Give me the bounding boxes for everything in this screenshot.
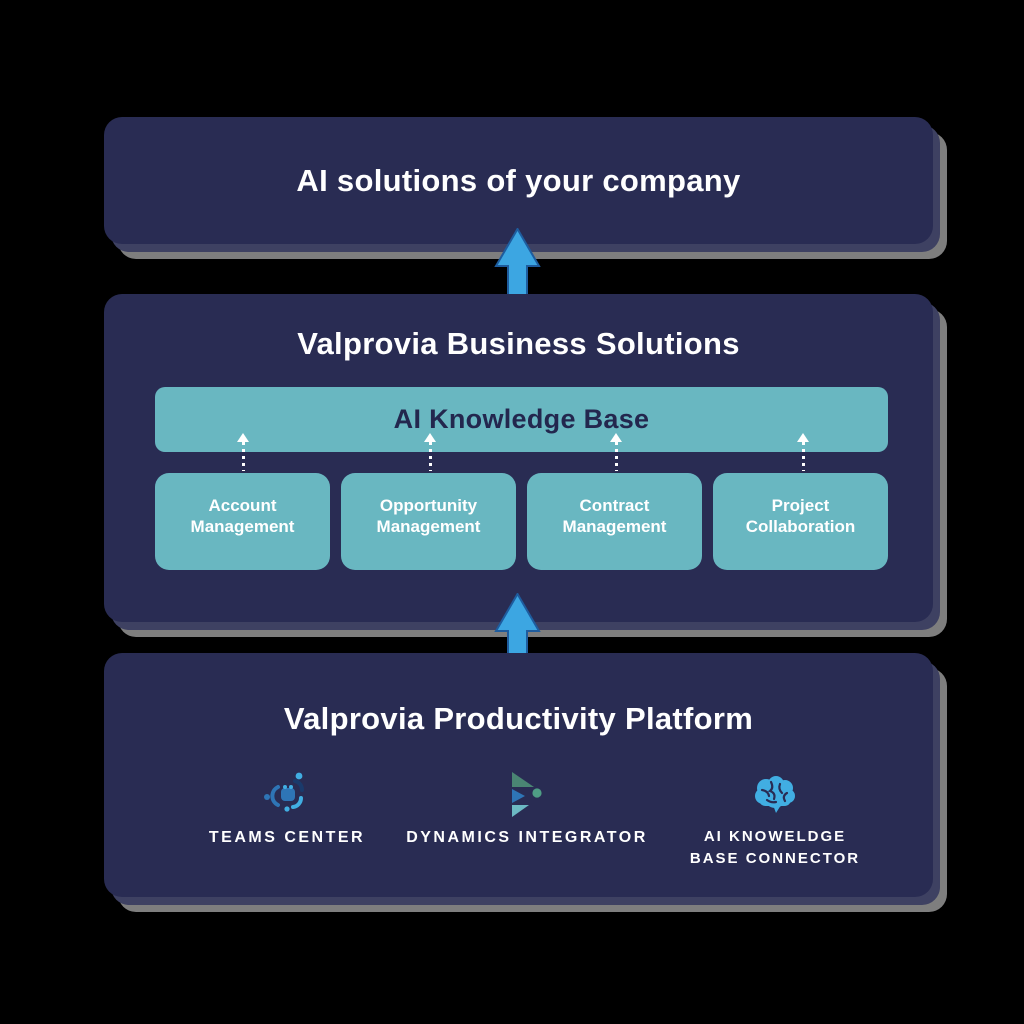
product-ai-knowledge-base-connector: AI KNOWELDGE BASE CONNECTOR <box>645 771 905 870</box>
module-opportunity-management: Opportunity Management <box>341 473 516 570</box>
dynamics-integrator-icon <box>510 771 544 819</box>
arrowhead-icon <box>424 433 436 442</box>
product-dynamics-integrator: DYNAMICS INTEGRATOR <box>397 771 657 849</box>
business-solutions-title: Valprovia Business Solutions <box>297 326 740 361</box>
ai-solutions-title: AI solutions of your company <box>296 162 741 198</box>
ai-solutions-panel: AI solutions of your company <box>104 117 933 244</box>
module-account-management: Account Management <box>155 473 330 570</box>
dotted-shaft <box>801 442 805 471</box>
dotted-shaft <box>428 442 432 471</box>
teams-center-label: TEAMS CENTER <box>208 829 366 846</box>
brain-icon <box>751 771 799 819</box>
product-teams-center: TEAMS CENTER <box>157 771 417 849</box>
dotted-shaft <box>241 442 245 471</box>
arrowhead-icon <box>237 433 249 442</box>
teams-center-icon <box>261 771 313 819</box>
ai-knowledge-base-connector-label: AI KNOWELDGE BASE CONNECTOR <box>689 828 861 867</box>
dotted-shaft <box>614 442 618 471</box>
arrowhead-icon <box>610 433 622 442</box>
arrowhead-icon <box>797 433 809 442</box>
productivity-platform-panel: Valprovia Productivity Platform TEAMS CE… <box>104 653 933 897</box>
ai-knowledge-base-bar: AI Knowledge Base <box>155 387 888 452</box>
ai-knowledge-base-label: AI Knowledge Base <box>393 404 650 434</box>
dotted-up-arrow-icon <box>236 433 250 471</box>
module-project-collaboration: Project Collaboration <box>713 473 888 570</box>
productivity-platform-title: Valprovia Productivity Platform <box>283 701 754 736</box>
dynamics-integrator-label: DYNAMICS INTEGRATOR <box>406 829 648 846</box>
business-solutions-panel: Valprovia Business Solutions AI Knowledg… <box>104 294 933 622</box>
module-contract-management: Contract Management <box>527 473 702 570</box>
dotted-up-arrow-icon <box>796 433 810 471</box>
dotted-up-arrow-icon <box>609 433 623 471</box>
dotted-up-arrow-icon <box>423 433 437 471</box>
modules-row: Account Management Opportunity Managemen… <box>155 473 888 570</box>
